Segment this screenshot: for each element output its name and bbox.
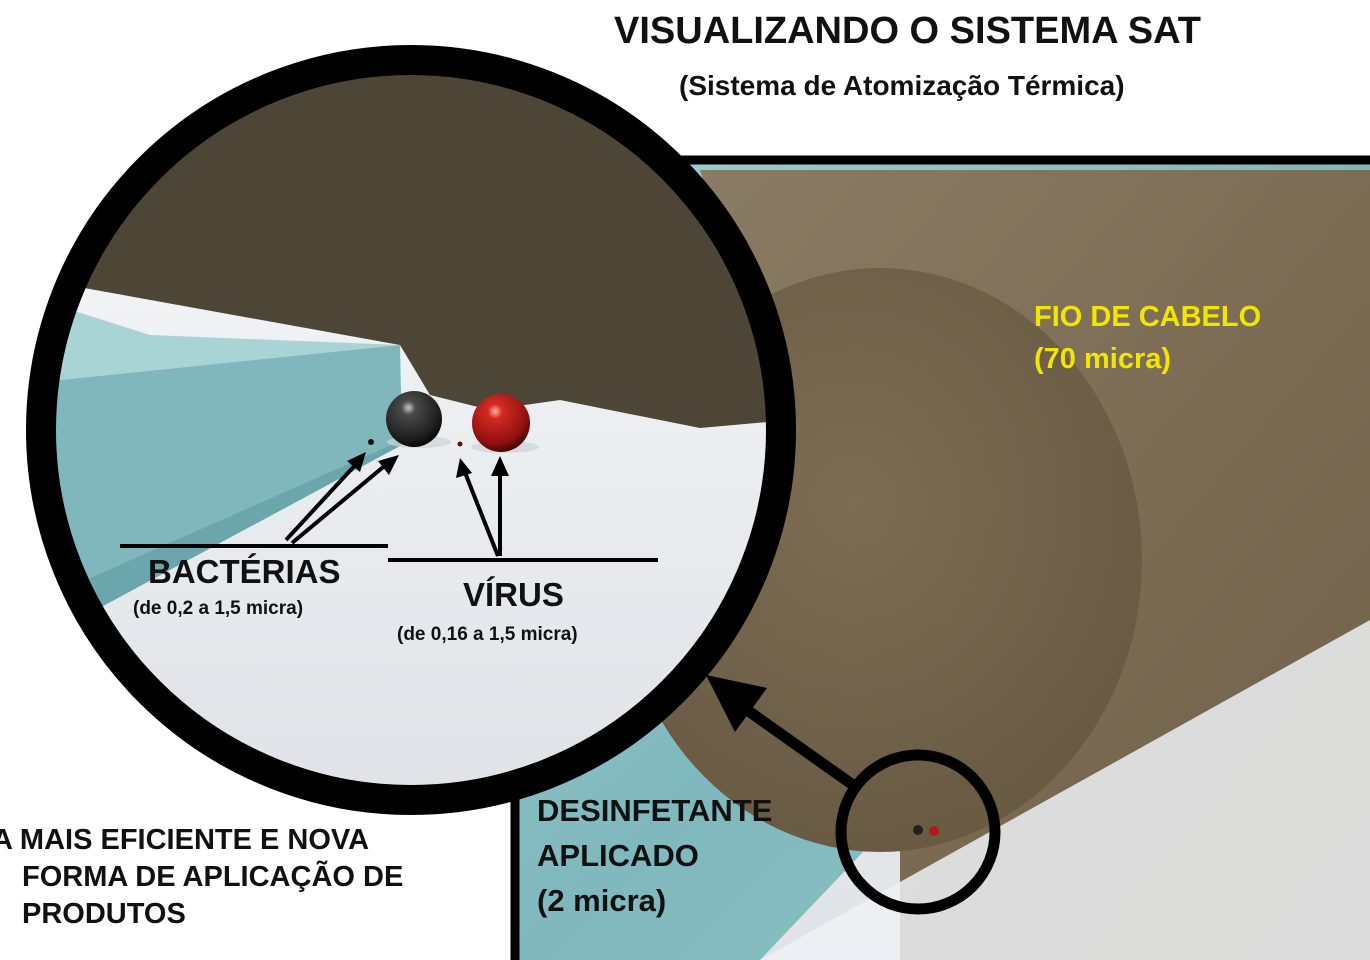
virus-size: (de 0,16 a 1,5 micra) [397,624,578,645]
magnifier-circle-large [26,45,796,815]
virus-label: VÍRUS [463,576,564,613]
page-subtitle: (Sistema de Atomização Térmica) [679,70,1125,101]
bacteria-size: (de 0,2 a 1,5 micra) [133,598,304,619]
bacteria-pointer-arrows [284,452,399,545]
bacteria-label-line [120,544,388,548]
bacteria-small [913,825,923,835]
virus-ball [472,394,530,452]
virus-label-line [388,558,658,562]
virus-particle [457,441,463,447]
zoom-arrow [706,675,864,795]
bacteria-particle [368,439,374,445]
page-title: VISUALIZANDO O SISTEMA SAT [614,10,1201,52]
tagline: A MAIS EFICIENTE E NOVA FORMA DE APLICAÇ… [0,822,403,933]
disinfectant-label: DESINFETANTE APLICADO (2 micra) [537,788,772,923]
tagline-line2: FORMA DE APLICAÇÃO DE [22,861,404,893]
virus-pointer-arrows [456,456,509,557]
bacteria-ball [386,391,442,447]
magnifier-circle-small [835,749,1001,915]
tagline-line3: PRODUTOS [22,898,186,930]
tagline-line1: A MAIS EFICIENTE E NOVA [0,824,370,856]
hair-label: FIO DE CABELO (70 micra) [1034,296,1261,380]
disinfectant-line2: APLICADO [537,838,699,873]
disinfectant-layer-zoom [55,345,402,600]
hair-label-size: (70 micra) [1034,343,1172,375]
virus-small [929,826,939,836]
bacteria-label: BACTÉRIAS [148,553,341,590]
disinfectant-line1: DESINFETANTE [537,793,773,828]
hair-label-title: FIO DE CABELO [1034,301,1262,333]
disinfectant-line3: (2 micra) [537,883,667,918]
zoom-view [55,74,767,786]
